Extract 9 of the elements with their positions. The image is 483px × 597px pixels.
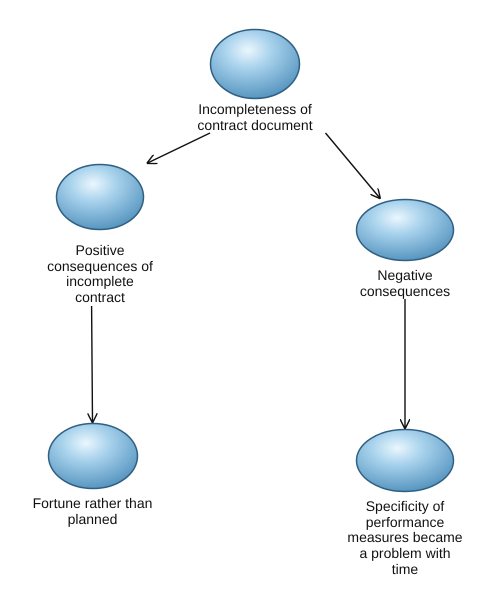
node-label: Specificity of performance measures became a problem with time xyxy=(346,499,464,578)
node-label: Incompleteness of contract document xyxy=(196,102,314,134)
arrow xyxy=(399,299,411,430)
node-label: Fortune rather than planned xyxy=(32,496,154,528)
arrow xyxy=(324,132,382,200)
node-label: Positive consequences of incomplete contract xyxy=(46,243,154,306)
arrow xyxy=(146,132,210,164)
node-label: Negative consequences xyxy=(358,268,452,300)
arrow xyxy=(86,306,98,424)
